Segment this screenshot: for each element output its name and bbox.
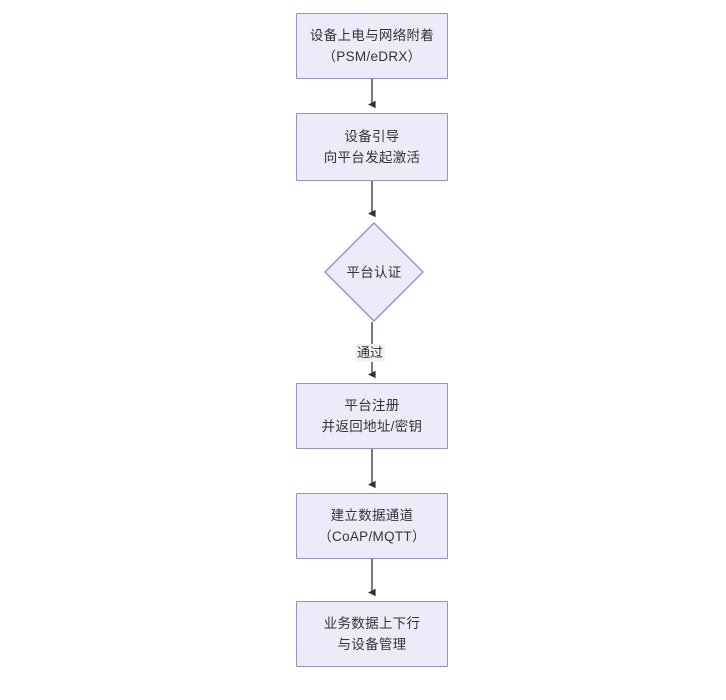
node-label: 平台注册 并返回地址/密钥 [321,398,423,434]
node-label: 设备引导 向平台发起激活 [323,129,421,165]
diamond-shape [324,222,424,322]
node-label: 平台认证 [346,264,402,280]
edge-label-pass: 通过 [355,344,386,362]
node-establish-data-channel[interactable]: 建立数据通道 （CoAP/MQTT） [296,493,448,559]
node-label: 设备上电与网络附着 （PSM/eDRX） [309,28,435,64]
node-device-power-on[interactable]: 设备上电与网络附着 （PSM/eDRX） [296,13,448,79]
node-label: 业务数据上下行 与设备管理 [323,616,421,652]
node-platform-registration[interactable]: 平台注册 并返回地址/密钥 [296,383,448,449]
node-business-data-and-device-management[interactable]: 业务数据上下行 与设备管理 [296,601,448,667]
node-platform-authentication[interactable]: 平台认证 [324,222,424,322]
node-device-bootstrap[interactable]: 设备引导 向平台发起激活 [296,113,448,181]
node-label: 建立数据通道 （CoAP/MQTT） [318,508,426,544]
